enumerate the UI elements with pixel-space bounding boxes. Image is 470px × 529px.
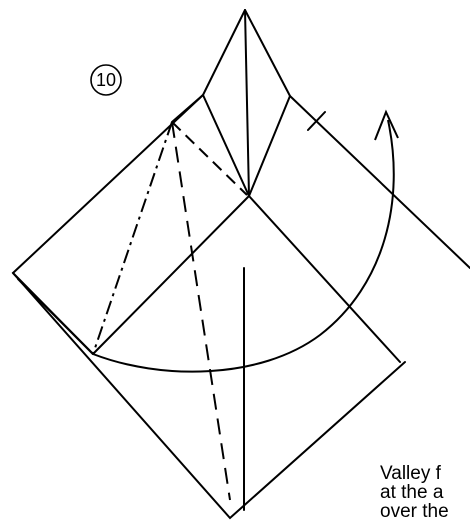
valley-fold-long [171, 121, 231, 501]
flap-line-left [202, 94, 250, 197]
paper-outline [11, 9, 470, 520]
valley-fold-upper [171, 121, 248, 196]
crease-lines [92, 9, 401, 511]
tick-mark [307, 111, 326, 131]
arrow-head-icon [374, 109, 399, 141]
right-diagonal [248, 195, 401, 363]
caption-line: over the [380, 501, 449, 522]
fold-arrow-curve [92, 119, 395, 373]
model-edge [11, 9, 406, 520]
caption-line: Valley f [380, 463, 442, 484]
upper-left-edge [171, 94, 204, 123]
flap-line-right [248, 95, 291, 197]
mountain-fold [92, 121, 173, 355]
caption-line: at the a [380, 482, 444, 503]
center-diagonal [92, 195, 250, 355]
step-number-circle [90, 64, 122, 96]
flap-line-center [244, 9, 250, 197]
step-number: 10 [96, 70, 116, 90]
left-corner-layer-2 [17, 278, 94, 355]
caption: Valley f at the a over the [380, 463, 449, 522]
